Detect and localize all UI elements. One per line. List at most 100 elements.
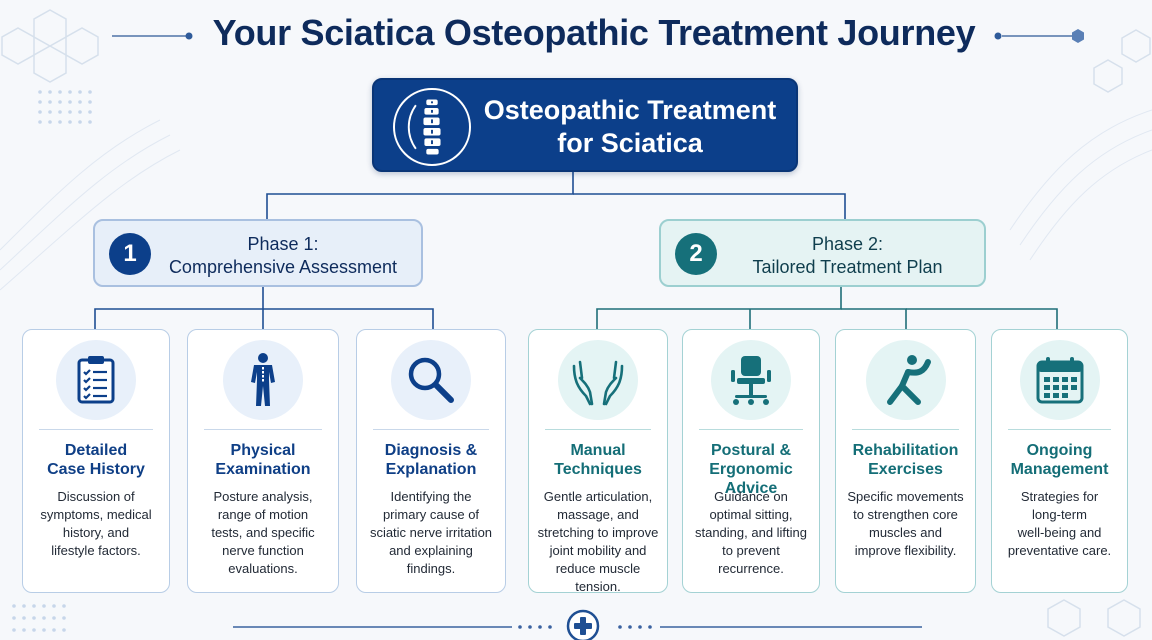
card-description-line: history, and [62,525,130,540]
card-description: Strategies for long-term well-being and … [1000,488,1119,560]
card-title-line: Detailed [64,442,128,459]
card-manual-techniques: Manual Techniques Gentle articulation, m… [528,329,668,596]
card-title-line: Explanation [385,461,477,478]
card-description-line: range of motion [217,507,309,522]
card-description-line: long-term [1032,507,1087,522]
root-title-line: for Sciatica [557,128,703,158]
phase-label-line: Tailored Treatment Plan [752,257,943,277]
card-description-line: Identifying the [390,489,472,504]
card-description: Identifying the primary cause of sciatic… [365,488,497,578]
root-node: Osteopathic Treatment for Sciatica [372,78,798,172]
card-description-line: Discussion of [57,489,135,504]
card-title: Manual Techniques [533,441,663,479]
card-postural-ergonomic: Postural & Ergonomic Advice Guidance on … [682,329,820,593]
phase-label: Phase 1: Comprehensive Assessment [157,233,409,279]
card-ongoing-management: Ongoing Management Strategies for long-t… [991,329,1128,593]
card-description-line: sciatic nerve irritation [369,525,493,540]
medical-cross-icon [566,609,600,640]
card-title: Diagnosis & Explanation [361,441,501,479]
card-description-line: lifestyle factors. [51,543,141,558]
card-description-line: Guidance on [714,489,788,504]
root-title: Osteopathic Treatment for Sciatica [480,94,780,160]
clipboard-checklist-icon [56,340,136,420]
card-description: Specific movements to strengthen core mu… [844,488,967,560]
card-description-line: tension. [575,579,621,594]
card-divider [204,429,322,430]
card-physical-examination: Physical Examination Posture analysis, r… [187,329,339,593]
phase-number-badge: 2 [675,233,717,275]
card-title-line: Case History [47,461,145,478]
card-description-line: findings. [406,561,456,576]
card-description-line: joint mobility and [549,543,647,558]
office-chair-icon [711,340,791,420]
card-description-line: well-being and [1017,525,1102,540]
card-description-line: tests, and specific [211,525,315,540]
card-divider [1008,429,1111,430]
stretching-figure-icon [865,340,946,420]
phase-2-box: 2 Phase 2: Tailored Treatment Plan [659,219,986,287]
card-description-line: primary cause of [382,507,480,522]
card-description-line: recurrence. [718,561,784,576]
card-title: Ongoing Management [996,441,1123,479]
phase-label-line: Phase 2: [811,234,884,254]
card-divider [545,429,651,430]
card-description: Gentle articulation, massage, and stretc… [537,488,659,596]
card-description-line: symptoms, medical [40,507,152,522]
root-title-line: Osteopathic Treatment [483,95,777,125]
card-title-line: Physical [230,442,296,459]
card-description-line: reduce muscle [555,561,641,576]
phase-label-line: Comprehensive Assessment [168,257,398,277]
phase-number-badge: 1 [109,233,151,275]
card-description-line: muscles and [869,525,942,540]
card-divider [39,429,153,430]
card-title: Postural & Ergonomic Advice [687,441,815,498]
card-description: Posture analysis, range of motion tests,… [196,488,330,578]
phase-1-box: 1 Phase 1: Comprehensive Assessment [93,219,423,287]
card-title-line: Techniques [554,461,642,478]
card-description-line: Specific movements [847,489,964,504]
card-divider [373,429,489,430]
card-divider [852,429,959,430]
card-description-line: Gentle articulation, [543,489,653,504]
card-description-line: Strategies for [1020,489,1099,504]
card-title-line: Rehabilitation [852,442,959,459]
card-description-line: to strengthen core [853,507,958,522]
magnifying-glass-icon [391,340,471,420]
card-description-line: nerve function [222,543,304,558]
card-title-line: Postural & [710,442,791,459]
card-description-line: Posture analysis, [213,489,313,504]
card-description: Discussion of symptoms, medical history,… [31,488,161,560]
phase-label-line: Phase 1: [247,234,319,254]
page-title: Your Sciatica Osteopathic Treatment Jour… [212,12,976,53]
card-description-line: evaluations. [228,561,298,576]
card-description-line: preventative care. [1007,543,1112,558]
card-title-line: Exercises [868,461,943,478]
card-description-line: optimal sitting, [709,507,793,522]
card-description: Guidance on optimal sitting, standing, a… [691,488,811,578]
open-hands-icon [558,340,638,420]
card-rehabilitation-exercises: Rehabilitation Exercises Specific moveme… [835,329,976,593]
calendar-icon [1019,340,1100,420]
card-description-line: standing, and lifting [694,525,808,540]
card-description-line: stretching to improve [537,525,659,540]
card-description-line: and explaining [389,543,473,558]
human-body-spine-icon [223,340,303,420]
card-divider [699,429,803,430]
card-description-line: massage, and [557,507,639,522]
phase-label: Phase 2: Tailored Treatment Plan [723,233,972,279]
card-description-line: to prevent [722,543,780,558]
spine-icon [393,88,471,166]
card-title-line: Ergonomic Advice [709,461,793,497]
card-case-history: Detailed Case History Discussion of symp… [22,329,170,593]
card-title: Detailed Case History [27,441,165,479]
card-title: Physical Examination [192,441,334,479]
card-title-line: Examination [215,461,311,478]
card-title-line: Manual [570,442,626,459]
card-diagnosis-explanation: Diagnosis & Explanation Identifying the … [356,329,506,593]
card-title-line: Ongoing [1026,442,1093,459]
card-title: Rehabilitation Exercises [840,441,971,479]
card-title-line: Diagnosis & [384,442,478,459]
card-description-line: improve flexibility. [854,543,957,558]
